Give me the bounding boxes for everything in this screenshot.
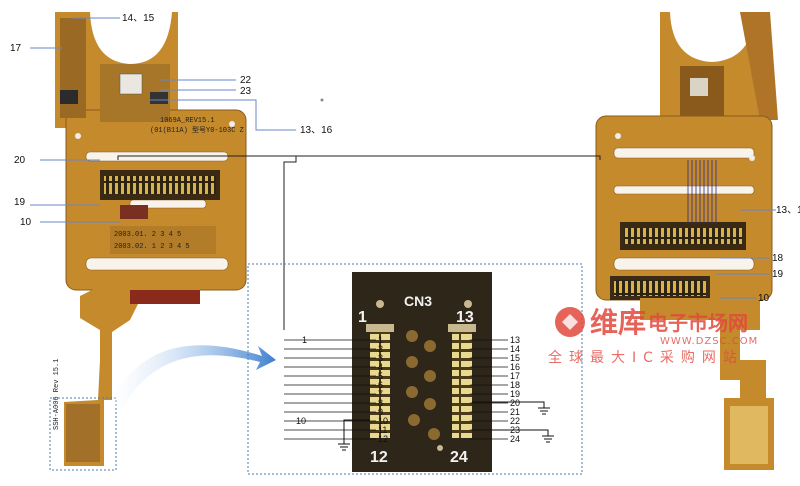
pin-label-8: 8 (378, 398, 383, 408)
connector-wires (117, 155, 601, 330)
pin-label-14: 14 (510, 344, 520, 354)
pcb-flex-label: SSH-A006 Rev 15.1 (53, 359, 61, 430)
pin-label-15: 15 (510, 353, 520, 363)
pin-label-4: 4 (378, 362, 383, 372)
ground-symbols (338, 401, 554, 451)
callout-13-16: 13、16 (300, 125, 333, 136)
right-board (595, 12, 778, 470)
left-board (55, 12, 247, 466)
callout-20: 20 (14, 155, 26, 166)
left-detail-box (49, 397, 117, 471)
right-callout-lines (716, 209, 776, 299)
callout-18: 18 (772, 253, 784, 264)
pin-label-3: 3 (378, 353, 383, 363)
pin-label-9: 9 (378, 407, 383, 417)
blank-area-top (210, 20, 570, 74)
left-callout-lines (30, 17, 296, 223)
watermark-brand: 维库 (590, 306, 646, 339)
callout-23: 23 (240, 86, 252, 97)
pin-label-1: 1 (378, 335, 383, 345)
pin-label-12: 12 (378, 434, 388, 444)
watermark: 维库 电子市场网 WWW.DZSC.COM 全球最大IC采购网站 (548, 306, 758, 366)
cn3-label: CN3 (404, 293, 432, 309)
callout-22: 22 (240, 75, 252, 86)
pin-label-16: 16 (510, 362, 520, 372)
pin-label-2: 2 (378, 344, 383, 354)
pin-label-13: 13 (510, 335, 520, 345)
pin-callout-left-10: 10 (296, 416, 306, 426)
stray-mark (320, 98, 324, 102)
pin-callout-left-1: 1 (302, 335, 307, 345)
pin-label-18: 18 (510, 380, 520, 390)
pin-label-22: 22 (510, 416, 520, 426)
zoom-arrow (110, 345, 276, 410)
cn-pin-12: 12 (370, 449, 388, 466)
watermark-slogan: 全球最大IC采购网站 (548, 349, 744, 366)
callout-17: 17 (10, 43, 22, 54)
pcb-date-2: 2003.02. 1 2 3 4 5 (114, 243, 190, 251)
pin-label-5: 5 (378, 371, 383, 381)
callout-10-right: 10 (758, 293, 770, 304)
pin-label-6: 6 (378, 380, 383, 390)
pin-label-21: 21 (510, 407, 520, 417)
pin-label-7: 7 (378, 389, 383, 399)
pcb-part-number: (01(B11A) 型号Y0-103C Z (150, 125, 244, 135)
cn-pin-13: 13 (456, 309, 474, 326)
pcb-date-1: 2003.01. 2 3 4 5 (114, 231, 181, 239)
callout-19: 19 (14, 197, 26, 208)
blank-area-mid (262, 198, 462, 228)
watermark-tag: 电子市场网 (648, 311, 748, 335)
pin-label-20: 20 (510, 398, 520, 408)
callout-19-right: 19 (772, 269, 784, 280)
callout-14-15: 14、15 (122, 13, 155, 24)
pin-label-10: 10 (378, 416, 388, 426)
pin-label-11: 11 (378, 425, 387, 435)
callout-13-16-right: 13、16 (776, 205, 800, 216)
pin-label-17: 17 (510, 371, 520, 381)
watermark-url: WWW.DZSC.COM (660, 336, 758, 347)
cn-pin-1: 1 (358, 309, 367, 326)
pcb-revision: 1069A_REV15.1 (160, 117, 215, 125)
cn-pin-24: 24 (450, 449, 468, 466)
pin-label-24: 24 (510, 434, 520, 444)
pin-label-19: 19 (510, 389, 520, 399)
callout-10-left: 10 (20, 217, 32, 228)
